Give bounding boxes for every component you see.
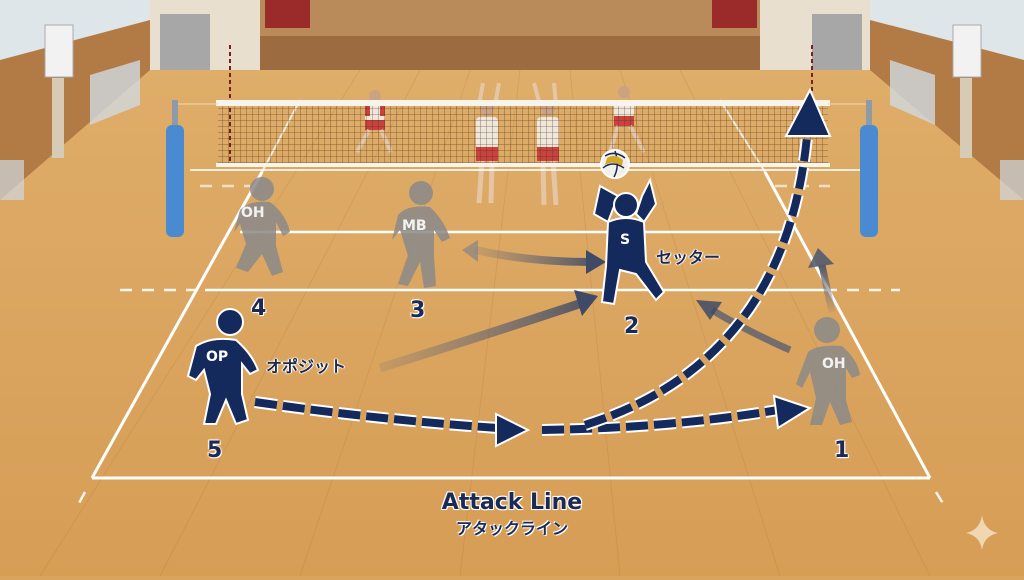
role-label-op-5: OP <box>206 349 229 365</box>
setter-jp-label: セッター <box>656 248 721 267</box>
attack-line-title-en: Attack Line <box>441 490 583 515</box>
net <box>166 100 878 237</box>
position-number-1: 1 <box>834 438 850 463</box>
player-s-2-figure <box>592 177 666 306</box>
dashed-arrows <box>254 87 832 448</box>
player-oh-1-figure <box>796 317 860 425</box>
attack-line-caption: Attack Line アタックライン <box>0 490 1024 539</box>
opposite-jp-label: オポジット <box>266 357 347 376</box>
sparkle-icon <box>966 515 998 550</box>
player-mb-3-figure <box>392 181 450 288</box>
player-op-5-figure <box>186 308 260 426</box>
position-number-5: 5 <box>207 438 223 463</box>
role-label-oh-4: OH <box>241 205 265 221</box>
role-label-s-2: S <box>620 232 631 248</box>
position-number-4: 4 <box>251 296 267 321</box>
position-number-3: 3 <box>410 298 426 323</box>
role-label-mb-3: MB <box>402 218 427 234</box>
player-oh-4-figure <box>234 177 290 276</box>
attack-line-title-jp: アタックライン <box>455 519 568 538</box>
role-label-oh-1: OH <box>822 356 846 372</box>
faded-arrows <box>378 240 836 373</box>
ball-icon <box>600 149 630 179</box>
position-number-2: 2 <box>624 314 640 339</box>
